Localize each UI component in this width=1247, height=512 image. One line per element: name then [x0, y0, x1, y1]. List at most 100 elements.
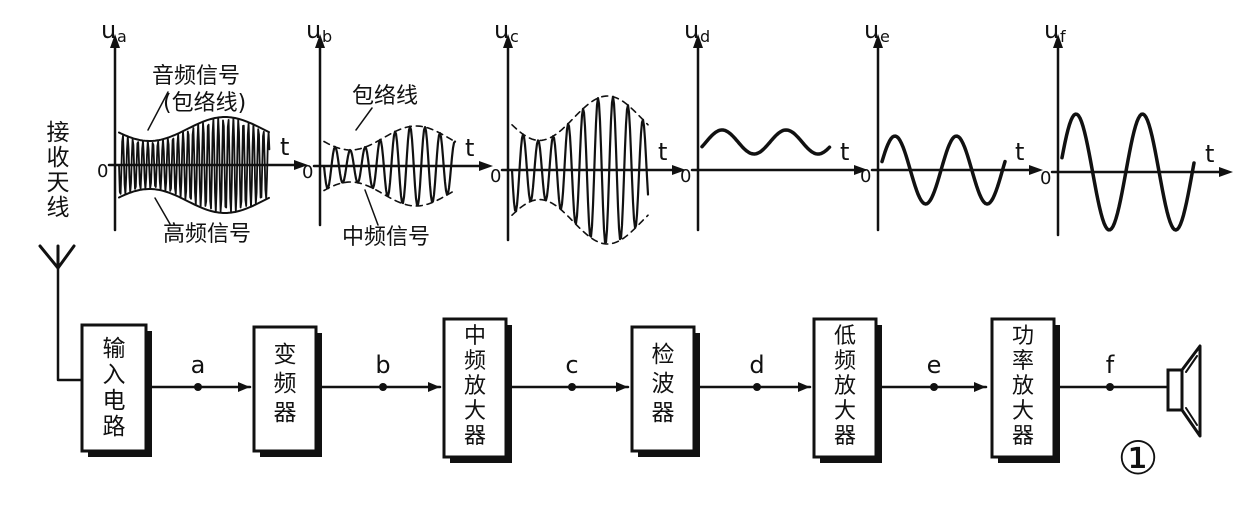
y-axis-arrow-icon [503, 34, 513, 48]
hf-carrier-wave [118, 116, 271, 213]
antenna-label-char: 收 [47, 145, 70, 171]
annotation-hf-signal: 高频信号 [163, 222, 251, 247]
x-axis-arrow-icon [294, 160, 308, 170]
axis-label-sub: a [117, 27, 127, 46]
node-label-b: b [375, 351, 390, 379]
axis-label-sub: b [322, 27, 332, 46]
antenna-icon [38, 244, 76, 270]
audio-wave [880, 134, 1007, 206]
antenna-label: 接 收 天 线 [47, 120, 70, 221]
block-label-char: 放 [464, 374, 486, 399]
block-label-char: 器 [834, 424, 856, 449]
block-label-char: 率 [1012, 349, 1034, 374]
t-label: t [1015, 138, 1024, 166]
block-lf-amplifier: 低 频 放 大 器 [812, 317, 882, 463]
node-dot [568, 383, 576, 391]
node-dot [379, 383, 387, 391]
block-power-amplifier: 功 率 放 大 器 [990, 317, 1060, 463]
t-label: t [280, 133, 289, 161]
node-dot [194, 383, 202, 391]
axis-label-u: u [1044, 16, 1059, 44]
axis-label-u: u [494, 16, 509, 44]
node-label-f: f [1106, 351, 1115, 379]
axis-label-sub: e [880, 27, 890, 46]
block-label-char: 放 [1012, 374, 1034, 399]
figure-number: ① [1117, 431, 1158, 485]
block-label-char: 频 [464, 349, 486, 374]
annotation-envelope-paren: (包络线) [163, 91, 246, 116]
block-label-char: 器 [652, 400, 675, 426]
node-dot [1106, 383, 1114, 391]
y-axis-arrow-icon [1053, 34, 1063, 48]
x-axis-arrow-icon [672, 165, 686, 175]
x-axis-arrow-icon [479, 161, 493, 171]
axis-label-sub: f [1060, 27, 1066, 46]
x-axis-arrow-icon [1029, 165, 1043, 175]
block-label-char: 大 [464, 399, 486, 424]
node-label-c: c [565, 351, 578, 379]
y-axis-arrow-icon [315, 34, 325, 48]
block-label-char: 输 [103, 336, 126, 362]
audio-wave [1060, 112, 1196, 232]
block-label-char: 频 [834, 349, 856, 374]
t-label: t [840, 138, 849, 166]
node-points: a b c d e f [191, 351, 1115, 391]
block-label-char: 功 [1012, 324, 1034, 349]
block-label-char: 放 [834, 374, 856, 399]
node-label-d: d [749, 351, 764, 379]
envelope-upper [118, 116, 270, 142]
axis-label-u: u [306, 16, 321, 44]
x-axis-arrow-icon [1219, 167, 1233, 177]
annotation-audio-signal: 音频信号 [152, 64, 240, 89]
annotation-envelope: 包络线 [352, 84, 418, 109]
block-label-char: 检 [652, 342, 675, 368]
block-label-char: 变 [274, 342, 297, 368]
antenna-label-char: 线 [47, 195, 70, 221]
t-label: t [1205, 140, 1214, 168]
y-axis-arrow-icon [873, 34, 883, 48]
envelope-lower [511, 198, 649, 245]
envelope-upper [323, 125, 455, 151]
speaker-icon [1166, 344, 1202, 438]
origin-label: 0 [1040, 168, 1051, 189]
block-label-char: 低 [834, 324, 856, 349]
waveform-annotations: 音频信号 (包络线) 高频信号 包络线 中频信号 [147, 64, 430, 250]
origin-label: 0 [490, 166, 501, 187]
block-label-char: 大 [834, 399, 856, 424]
detected-wave [700, 128, 832, 156]
block-frequency-converter: 变 频 器 [252, 325, 322, 457]
node-label-e: e [927, 351, 942, 379]
block-label-char: 入 [103, 362, 126, 388]
envelope-upper [511, 95, 649, 142]
origin-label: 0 [97, 161, 108, 182]
arrow-icon [428, 382, 440, 392]
x-axis-arrow-icon [854, 165, 868, 175]
arrow-icon [238, 382, 250, 392]
arrow-icon [974, 382, 986, 392]
block-label-char: 器 [274, 400, 297, 426]
axis-label-sub: d [700, 27, 710, 46]
block-label-char: 波 [652, 371, 675, 397]
block-label-char: 频 [274, 371, 297, 397]
node-label-a: a [191, 351, 206, 379]
block-label-char: 大 [1012, 399, 1034, 424]
block-label-char: 电 [103, 388, 126, 414]
if-wave [510, 95, 650, 244]
arrow-icon [798, 382, 810, 392]
block-input-circuit: 输 入 电 路 [80, 323, 152, 457]
if-wave [322, 125, 457, 207]
block-if-amplifier: 中 频 放 大 器 [442, 317, 512, 463]
axis-label-u: u [864, 16, 879, 44]
node-dot [753, 383, 761, 391]
envelope-lower [118, 188, 270, 214]
origin-label: 0 [860, 166, 871, 187]
axis-label-u: u [101, 16, 116, 44]
t-label: t [658, 138, 667, 166]
